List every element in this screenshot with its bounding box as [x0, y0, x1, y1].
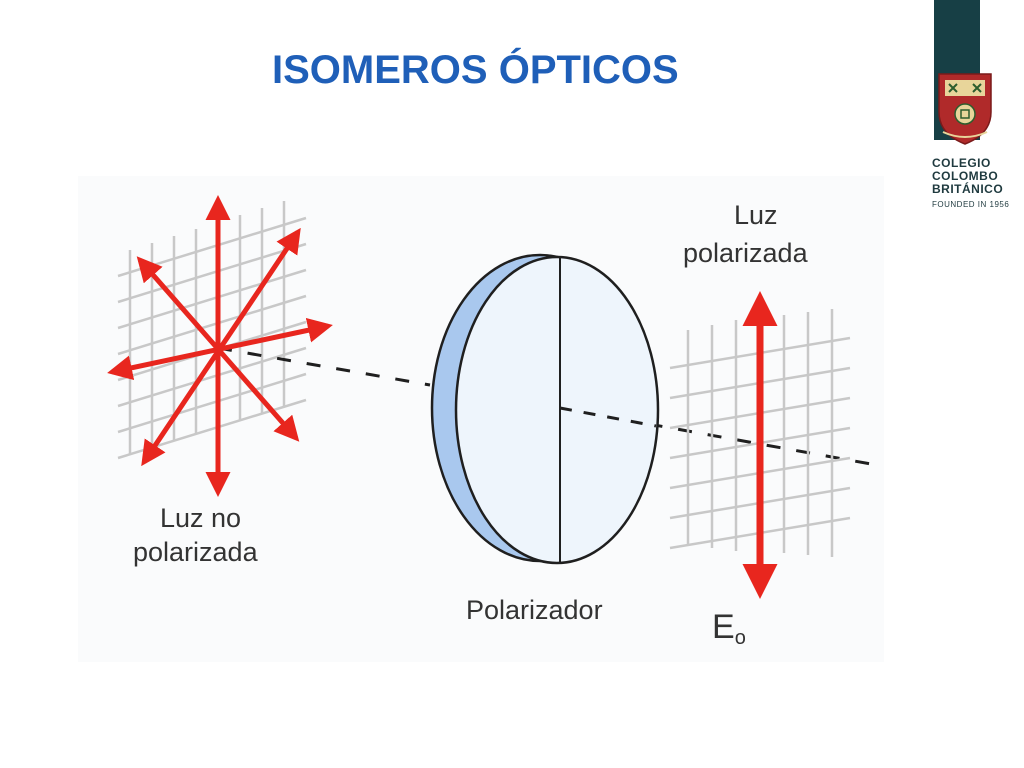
label-field: Eo	[712, 608, 746, 649]
logo-name-line-1: COLEGIO	[932, 156, 991, 170]
polarizer-disc	[430, 253, 660, 565]
label-polarizer: Polarizador	[466, 595, 603, 625]
logo-name-line-2: COLOMBO	[932, 169, 999, 183]
logo-name-line-3: BRITÁNICO	[932, 182, 1004, 196]
label-unpolarized-line-1: Luz no	[160, 503, 241, 533]
label-polarized-line-2: polarizada	[683, 238, 809, 268]
label-unpolarized-line-2: polarizada	[133, 537, 259, 567]
unpolarized-light-arrows	[107, 195, 333, 497]
arrow-diagonal-2	[141, 227, 301, 467]
label-polarized-line-1: Luz	[734, 200, 778, 230]
logo-name: COLEGIO COLOMBO BRITÁNICO	[932, 157, 1024, 196]
label-field-sub: o	[735, 627, 746, 649]
school-crest-icon	[938, 73, 992, 145]
slide-title: ISOMEROS ÓPTICOS	[272, 48, 679, 92]
label-field-main: E	[712, 608, 735, 646]
logo-founded: FOUNDED IN 1956	[932, 200, 1010, 209]
